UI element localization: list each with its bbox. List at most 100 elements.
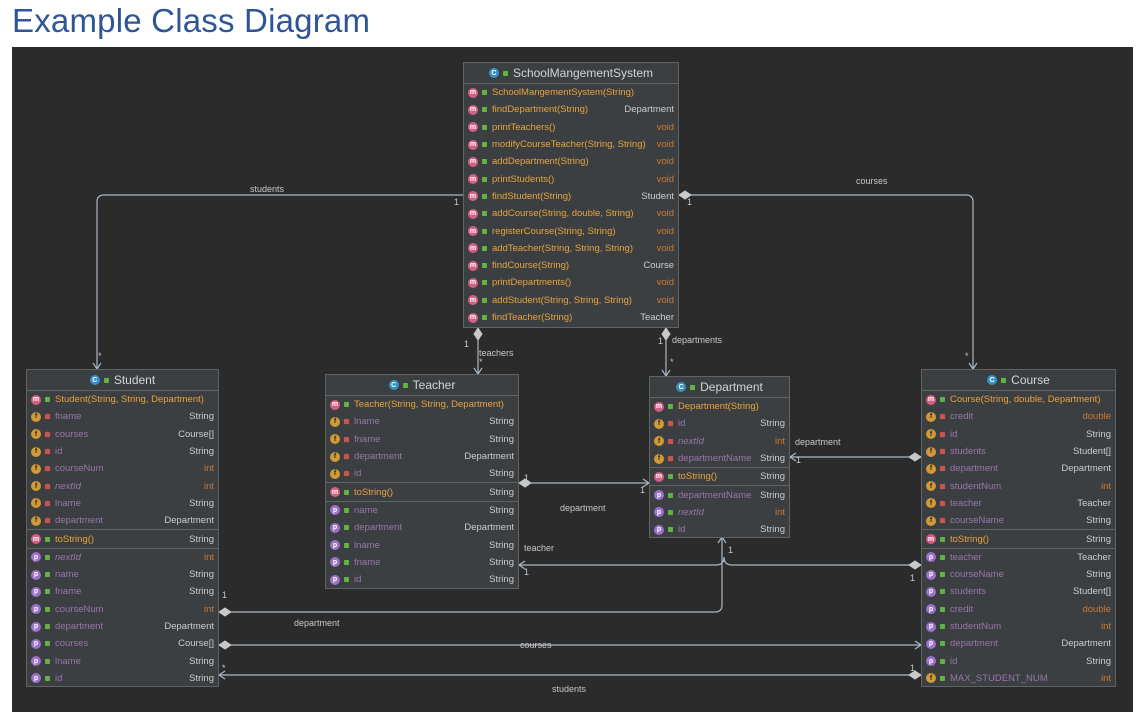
private-visibility-icon (44, 431, 51, 437)
property-icon: p (330, 540, 340, 551)
member-name: courses (55, 428, 89, 440)
property-icon: p (330, 505, 340, 516)
member-type: Department (464, 522, 514, 534)
public-visibility-icon (668, 527, 673, 533)
member-type: Course (643, 260, 674, 272)
member-type: String (760, 453, 785, 465)
member-name: printDepartments() (492, 277, 572, 289)
private-visibility-icon (44, 466, 51, 472)
public-visibility-icon (45, 641, 50, 647)
public-visibility-icon (103, 377, 109, 383)
public-visibility-icon (482, 211, 487, 217)
field-icon: f (31, 481, 41, 492)
member-name: nextId (678, 435, 704, 447)
member-name: addCourse(String, double, String) (492, 208, 634, 220)
public-visibility-icon (45, 536, 50, 542)
method-icon: m (654, 401, 664, 412)
member-name: id (950, 428, 958, 440)
member-name: credit (950, 603, 974, 615)
member-name: departmentName (678, 453, 752, 465)
private-visibility-icon (44, 414, 51, 420)
method-icon: m (468, 104, 478, 115)
member-type: Department (1061, 638, 1111, 650)
member-name: studentNum (950, 621, 1002, 632)
mult-1: 1 (910, 573, 916, 583)
member-type: Department (1061, 463, 1111, 475)
